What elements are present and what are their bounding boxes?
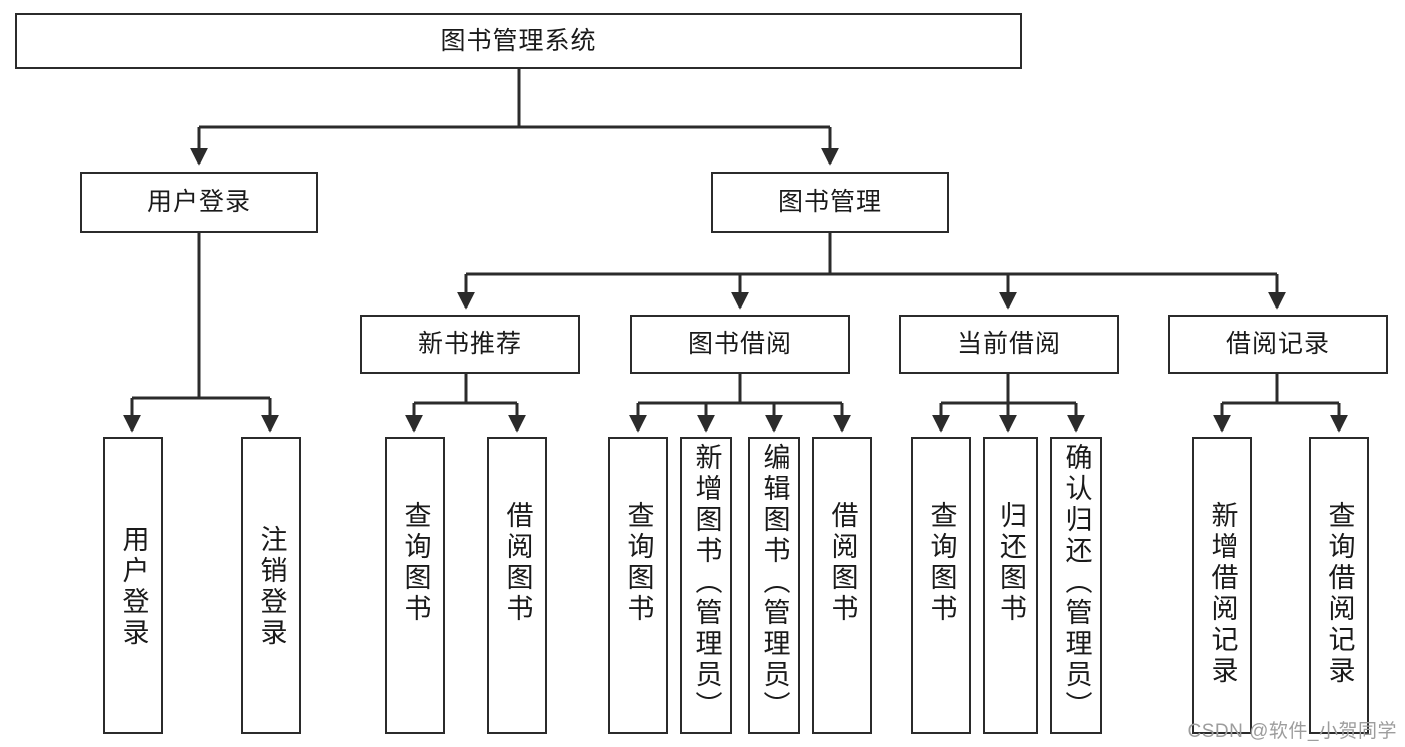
node-leaf-query-book-1-label: 查询图书 — [400, 501, 431, 625]
node-new-book-recommend[interactable]: 新书推荐 — [360, 315, 580, 374]
node-leaf-borrow-book-2-label: 借阅图书 — [827, 501, 858, 625]
node-leaf-query-book-3[interactable]: 查询图书 — [911, 437, 971, 734]
node-leaf-borrow-book-1-label: 借阅图书 — [502, 501, 533, 625]
node-user-login-label: 用户登录 — [146, 188, 251, 217]
node-borrow-records-label: 借阅记录 — [1225, 330, 1330, 359]
node-leaf-user-login[interactable]: 用户登录 — [103, 437, 163, 734]
node-leaf-query-book-3-label: 查询图书 — [926, 501, 957, 625]
node-book-management[interactable]: 图书管理 — [711, 172, 949, 233]
node-leaf-edit-book[interactable]: 编辑图书（管理员） — [748, 437, 800, 734]
node-leaf-add-record[interactable]: 新增借阅记录 — [1192, 437, 1252, 734]
node-root[interactable]: 图书管理系统 — [15, 13, 1022, 69]
node-leaf-confirm-return-label: 确认归还（管理员） — [1061, 443, 1092, 722]
node-leaf-add-book-label: 新增图书（管理员） — [691, 443, 722, 722]
node-leaf-borrow-book-2[interactable]: 借阅图书 — [812, 437, 872, 734]
node-leaf-return-book[interactable]: 归还图书 — [983, 437, 1038, 734]
node-book-management-label: 图书管理 — [777, 188, 882, 217]
node-new-book-recommend-label: 新书推荐 — [417, 330, 522, 359]
node-leaf-return-book-label: 归还图书 — [996, 501, 1027, 625]
node-leaf-query-book-2-label: 查询图书 — [623, 501, 654, 625]
node-leaf-borrow-book-1[interactable]: 借阅图书 — [487, 437, 547, 734]
node-book-borrow-label: 图书借阅 — [687, 330, 792, 359]
node-leaf-edit-book-label: 编辑图书（管理员） — [759, 443, 790, 722]
node-leaf-confirm-return[interactable]: 确认归还（管理员） — [1050, 437, 1102, 734]
node-root-label: 图书管理系统 — [440, 26, 597, 55]
node-leaf-query-book-2[interactable]: 查询图书 — [608, 437, 668, 734]
node-leaf-logout[interactable]: 注销登录 — [241, 437, 301, 734]
node-current-borrow-label: 当前借阅 — [956, 330, 1061, 359]
node-leaf-user-login-label: 用户登录 — [118, 525, 149, 649]
node-leaf-add-record-label: 新增借阅记录 — [1207, 501, 1238, 687]
node-leaf-add-book[interactable]: 新增图书（管理员） — [680, 437, 732, 734]
node-current-borrow[interactable]: 当前借阅 — [899, 315, 1119, 374]
node-leaf-query-record[interactable]: 查询借阅记录 — [1309, 437, 1369, 734]
node-leaf-query-book-1[interactable]: 查询图书 — [385, 437, 445, 734]
node-leaf-logout-label: 注销登录 — [256, 525, 287, 649]
node-book-borrow[interactable]: 图书借阅 — [630, 315, 850, 374]
watermark: CSDN @软件_小贺同学 — [1187, 721, 1397, 742]
node-leaf-query-record-label: 查询借阅记录 — [1324, 501, 1355, 687]
node-borrow-records[interactable]: 借阅记录 — [1168, 315, 1388, 374]
node-user-login[interactable]: 用户登录 — [80, 172, 318, 233]
